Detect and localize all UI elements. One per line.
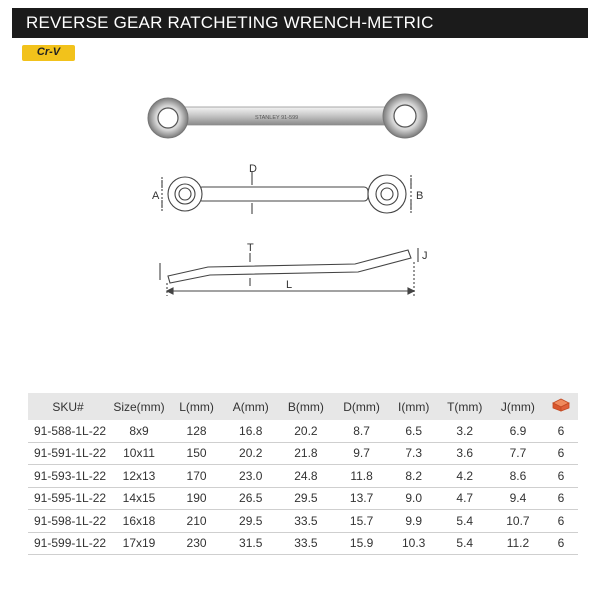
table-cell: 7.3 <box>389 442 438 465</box>
table-cell: 4.2 <box>437 464 492 488</box>
product-illustrations: STANLEY 91-599 D A B T J L <box>147 93 428 296</box>
top-view-drawing <box>161 172 412 214</box>
table-cell: 6 <box>544 464 578 488</box>
dim-label-d: D <box>249 163 257 175</box>
sku-cell: 91-598-1L-22 <box>28 509 108 533</box>
table-cell: 33.5 <box>278 509 334 533</box>
table-cell: 9.0 <box>389 487 438 510</box>
table-cell: 29.5 <box>223 509 279 533</box>
material-badge-label: Cr-V <box>36 46 61 58</box>
box-quantity-icon <box>552 398 570 412</box>
table-cell: 6 <box>544 442 578 465</box>
table-cell: 20.2 <box>223 442 279 465</box>
table-cell: 26.5 <box>223 487 279 510</box>
table-cell: 6 <box>544 532 578 555</box>
table-cell: 20.2 <box>278 420 334 443</box>
table-cell: 9.4 <box>491 487 544 510</box>
table-cell: 6.5 <box>389 420 438 443</box>
table-cell: 23.0 <box>223 464 279 488</box>
table-cell: 8x9 <box>108 420 170 443</box>
col-header-i: I(mm) <box>389 393 438 420</box>
table-cell: 10.3 <box>389 532 438 555</box>
col-header-b: B(mm) <box>278 393 334 420</box>
table-cell: 10x11 <box>108 442 170 465</box>
table-cell: 8.7 <box>333 420 390 443</box>
col-header-l: L(mm) <box>170 393 224 420</box>
table-cell: 190 <box>170 487 224 510</box>
table-cell: 4.7 <box>437 487 492 510</box>
dim-label-t: T <box>247 242 254 254</box>
table-cell: 9.7 <box>333 442 390 465</box>
table-cell: 13.7 <box>333 487 390 510</box>
table-cell: 14x15 <box>108 487 170 510</box>
table-cell: 12x13 <box>108 464 170 488</box>
dim-label-a: A <box>152 190 160 202</box>
col-header-t: T(mm) <box>437 393 492 420</box>
material-badge: Cr-V <box>22 45 75 61</box>
dim-label-j: J <box>422 250 428 262</box>
sku-cell: 91-599-1L-22 <box>28 532 108 555</box>
dim-label-l: L <box>286 279 292 291</box>
table-cell: 16x18 <box>108 509 170 533</box>
table-cell: 3.6 <box>437 442 492 465</box>
table-cell: 5.4 <box>437 532 492 555</box>
table-cell: 5.4 <box>437 509 492 533</box>
table-cell: 24.8 <box>278 464 334 488</box>
table-cell: 6.9 <box>491 420 544 443</box>
table-cell: 6 <box>544 420 578 443</box>
wrench-photo: STANLEY 91-599 <box>147 93 428 139</box>
table-cell: 170 <box>170 464 224 488</box>
table-cell: 9.9 <box>389 509 438 533</box>
col-header-j: J(mm) <box>491 393 544 420</box>
table-cell: 6 <box>544 509 578 533</box>
table-cell: 11.8 <box>333 464 390 488</box>
table-cell: 29.5 <box>278 487 334 510</box>
table-cell: 230 <box>170 532 224 555</box>
table-cell: 7.7 <box>491 442 544 465</box>
col-header-sku: SKU# <box>28 393 108 420</box>
table-cell: 8.2 <box>389 464 438 488</box>
table-cell: 31.5 <box>223 532 279 555</box>
col-header-qty <box>544 393 578 420</box>
spec-table: SKU# Size(mm) L(mm) A(mm) B(mm) D(mm) I(… <box>28 393 578 555</box>
table-header-row: SKU# Size(mm) L(mm) A(mm) B(mm) D(mm) I(… <box>28 393 578 420</box>
table-cell: 150 <box>170 442 224 465</box>
table-cell: 6 <box>544 487 578 510</box>
page-title: REVERSE GEAR RATCHETING WRENCH-METRIC <box>26 13 434 32</box>
table-cell: 10.7 <box>491 509 544 533</box>
table-cell: 128 <box>170 420 224 443</box>
sku-cell: 91-593-1L-22 <box>28 464 108 488</box>
table-cell: 17x19 <box>108 532 170 555</box>
sku-cell: 91-588-1L-22 <box>28 420 108 443</box>
table-cell: 3.2 <box>437 420 492 443</box>
col-header-size: Size(mm) <box>108 393 170 420</box>
col-header-a: A(mm) <box>223 393 279 420</box>
table-cell: 15.7 <box>333 509 390 533</box>
col-header-d: D(mm) <box>333 393 390 420</box>
title-bar: REVERSE GEAR RATCHETING WRENCH-METRIC <box>12 8 588 38</box>
table-cell: 8.6 <box>491 464 544 488</box>
table-cell: 16.8 <box>223 420 279 443</box>
table-cell: 15.9 <box>333 532 390 555</box>
sku-cell: 91-595-1L-22 <box>28 487 108 510</box>
table-cell: 33.5 <box>278 532 334 555</box>
table-cell: 21.8 <box>278 442 334 465</box>
dim-label-b: B <box>416 190 423 202</box>
side-view-drawing <box>159 248 419 296</box>
table-cell: 210 <box>170 509 224 533</box>
photo-stamp: STANLEY 91-599 <box>255 115 298 121</box>
sku-cell: 91-591-1L-22 <box>28 442 108 465</box>
table-cell: 11.2 <box>491 532 544 555</box>
